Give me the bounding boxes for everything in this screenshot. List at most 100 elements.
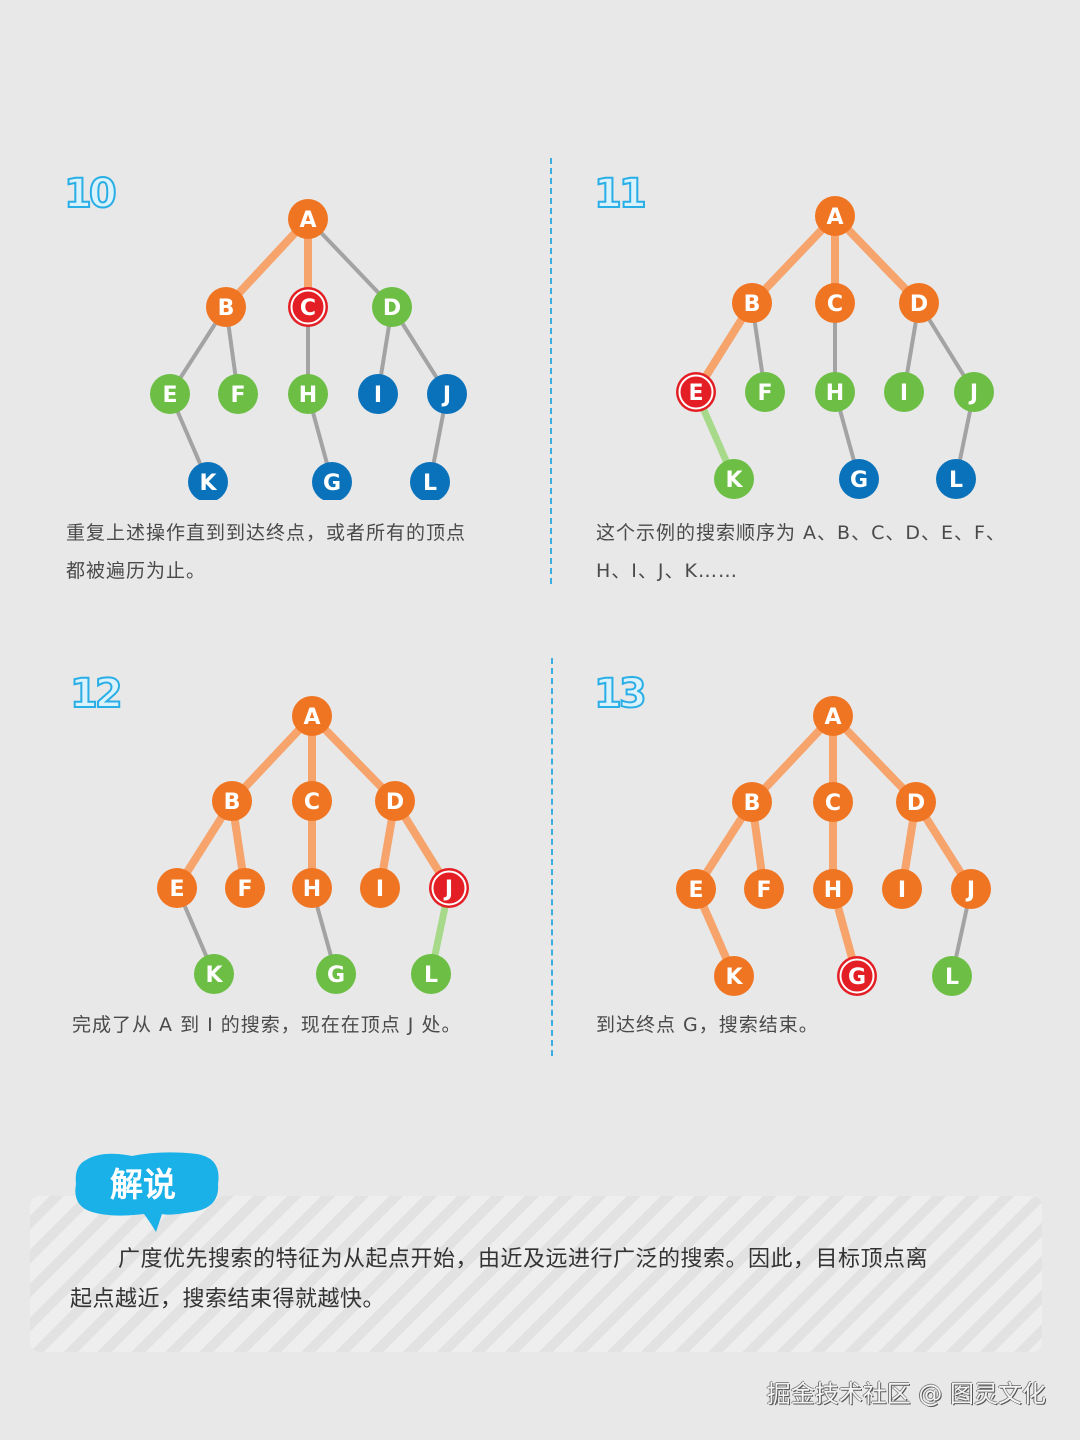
tree-node-i: I: [882, 869, 922, 909]
tree-node-h: H: [813, 869, 853, 909]
svg-text:G: G: [323, 471, 341, 496]
caption-line: H、I、J、K……: [596, 560, 738, 582]
svg-text:I: I: [898, 878, 906, 903]
tree-node-i: I: [360, 868, 400, 908]
svg-text:C: C: [825, 791, 841, 816]
tree-node-f: F: [218, 374, 258, 414]
svg-text:D: D: [386, 790, 404, 815]
svg-text:G: G: [327, 963, 345, 988]
tree-node-c: C: [288, 287, 328, 327]
tree-node-d: D: [375, 781, 415, 821]
svg-text:K: K: [205, 963, 223, 988]
tree-node-b: B: [206, 287, 246, 327]
panel-divider: [550, 158, 552, 584]
step-number: 10: [63, 171, 118, 217]
tree-node-h: H: [292, 868, 332, 908]
tree-node-h: H: [288, 374, 328, 414]
svg-text:L: L: [945, 965, 959, 990]
explanation-text: 广度优先搜索的特征为从起点开始，由近及远进行广泛的搜索。因此，目标顶点离 起点越…: [70, 1240, 1020, 1320]
tree-node-d: D: [896, 782, 936, 822]
tree-node-b: B: [212, 781, 252, 821]
tree-node-c: C: [815, 283, 855, 323]
step-panel-10: 10 A B C D E F H I J K G L: [63, 171, 584, 654]
watermark: 掘金技术社区 @ 图灵文化: [766, 1380, 1046, 1408]
tree-node-a: A: [288, 199, 328, 239]
svg-text:A: A: [824, 705, 841, 730]
svg-text:F: F: [757, 381, 772, 406]
caption-line: 都被遍历为止。: [66, 560, 207, 582]
tree-node-f: F: [225, 868, 265, 908]
svg-text:B: B: [218, 296, 235, 321]
svg-text:D: D: [910, 292, 928, 317]
svg-text:A: A: [299, 208, 316, 233]
step-caption-11: 这个示例的搜索顺序为 A、B、C、D、E、F、 H、I、J、K……: [596, 514, 1056, 590]
explanation-line: 广度优先搜索的特征为从起点开始，由近及远进行广泛的搜索。因此，目标顶点离: [118, 1247, 929, 1272]
svg-text:H: H: [824, 878, 842, 903]
svg-text:B: B: [224, 790, 241, 815]
svg-text:A: A: [303, 705, 320, 730]
svg-text:G: G: [848, 965, 866, 990]
tree-node-f: F: [745, 372, 785, 412]
svg-text:I: I: [900, 381, 908, 406]
step-caption-10: 重复上述操作直到到达终点，或者所有的顶点 都被遍历为止。: [66, 514, 526, 590]
tree-node-e: E: [676, 869, 716, 909]
svg-text:D: D: [907, 791, 925, 816]
caption-line: 这个示例的搜索顺序为 A、B、C、D、E、F、: [596, 522, 1006, 544]
svg-text:C: C: [827, 292, 843, 317]
svg-text:D: D: [383, 296, 401, 321]
svg-text:F: F: [230, 383, 245, 408]
svg-text:J: J: [968, 381, 978, 406]
step-number: 13: [593, 671, 648, 717]
svg-text:C: C: [304, 790, 320, 815]
tree-node-j: J: [954, 372, 994, 412]
tree-node-j: J: [951, 869, 991, 909]
step-caption-13: 到达终点 G，搜索结束。: [596, 1006, 1056, 1044]
tree-node-d: D: [899, 283, 939, 323]
tree-node-j: J: [427, 374, 467, 414]
tree-node-l: L: [932, 956, 972, 996]
tree-node-e: E: [676, 372, 716, 412]
svg-text:J: J: [443, 877, 453, 902]
tree-node-g: G: [312, 462, 352, 500]
tree-node-k: K: [714, 956, 754, 996]
tree-node-l: L: [936, 459, 976, 499]
svg-text:K: K: [199, 471, 217, 496]
tree-node-j: J: [429, 868, 469, 908]
svg-text:L: L: [423, 471, 437, 496]
svg-text:C: C: [300, 296, 316, 321]
tree-node-e: E: [150, 374, 190, 414]
svg-text:L: L: [949, 468, 963, 493]
tree-node-i: I: [358, 374, 398, 414]
tree-node-a: A: [813, 696, 853, 736]
svg-text:K: K: [725, 468, 743, 493]
explanation-line: 起点越近，搜索结束得就越快。: [70, 1287, 386, 1312]
svg-text:B: B: [744, 292, 761, 317]
svg-text:F: F: [237, 877, 252, 902]
tree-node-h: H: [815, 372, 855, 412]
tree-node-e: E: [157, 868, 197, 908]
tree-edge-a-d: [832, 213, 922, 306]
tree-node-l: L: [411, 954, 451, 994]
explanation-badge: 解说: [72, 1150, 222, 1234]
svg-text:G: G: [850, 468, 868, 493]
tree-node-c: C: [813, 782, 853, 822]
svg-text:I: I: [374, 383, 382, 408]
tree-node-l: L: [410, 462, 450, 500]
tree-node-b: B: [732, 283, 772, 323]
svg-text:E: E: [162, 383, 177, 408]
caption-line: 重复上述操作直到到达终点，或者所有的顶点: [66, 522, 467, 544]
tree-edge-a-b: [223, 216, 311, 310]
svg-text:H: H: [826, 381, 844, 406]
tree-edge-a-b: [749, 213, 838, 306]
tree-node-g: G: [839, 459, 879, 499]
svg-text:J: J: [441, 383, 451, 408]
speech-bubble-icon: [75, 1152, 219, 1232]
tree-node-g: G: [837, 956, 877, 996]
bfs-tree-graph: A B C D E F H I J K G L: [150, 199, 467, 500]
tree-node-c: C: [292, 781, 332, 821]
